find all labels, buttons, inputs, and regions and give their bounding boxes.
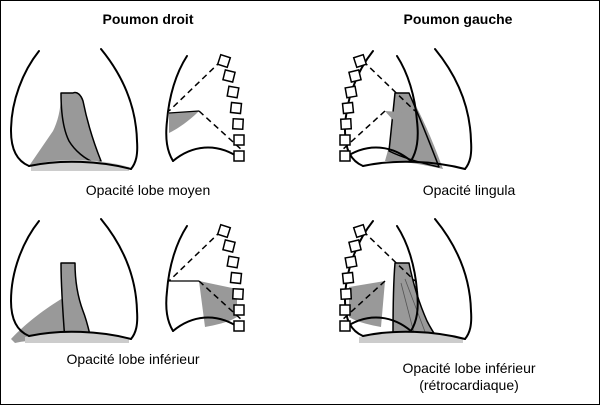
panel-right-middle-frontal	[10, 48, 139, 171]
title-right-lung: Poumon droit	[102, 11, 194, 27]
panel-left-lower-frontal	[344, 218, 473, 343]
label-left-lower-lobe: Opacité lobe inférieur (rétrocardiaque)	[402, 360, 535, 394]
panel-lingula-lateral	[339, 53, 419, 162]
panel-right-lower-lateral	[165, 223, 245, 332]
label-right-lower-lobe: Opacité lobe inférieur	[66, 351, 200, 367]
label-middle-lobe: Opacité lobe moyen	[85, 182, 211, 198]
title-left-lung: Poumon gauche	[403, 11, 513, 27]
label-lingula: Opacité lingula	[422, 182, 516, 198]
label-left-lower-line2: (rétrocardiaque)	[419, 377, 519, 393]
panel-left-lower-lateral	[339, 223, 419, 332]
panel-right-middle-lateral	[165, 53, 245, 162]
label-left-lower-line1: Opacité lobe inférieur	[402, 360, 536, 376]
panel-lingula-frontal	[344, 48, 473, 170]
panel-right-lower-frontal	[10, 218, 139, 343]
